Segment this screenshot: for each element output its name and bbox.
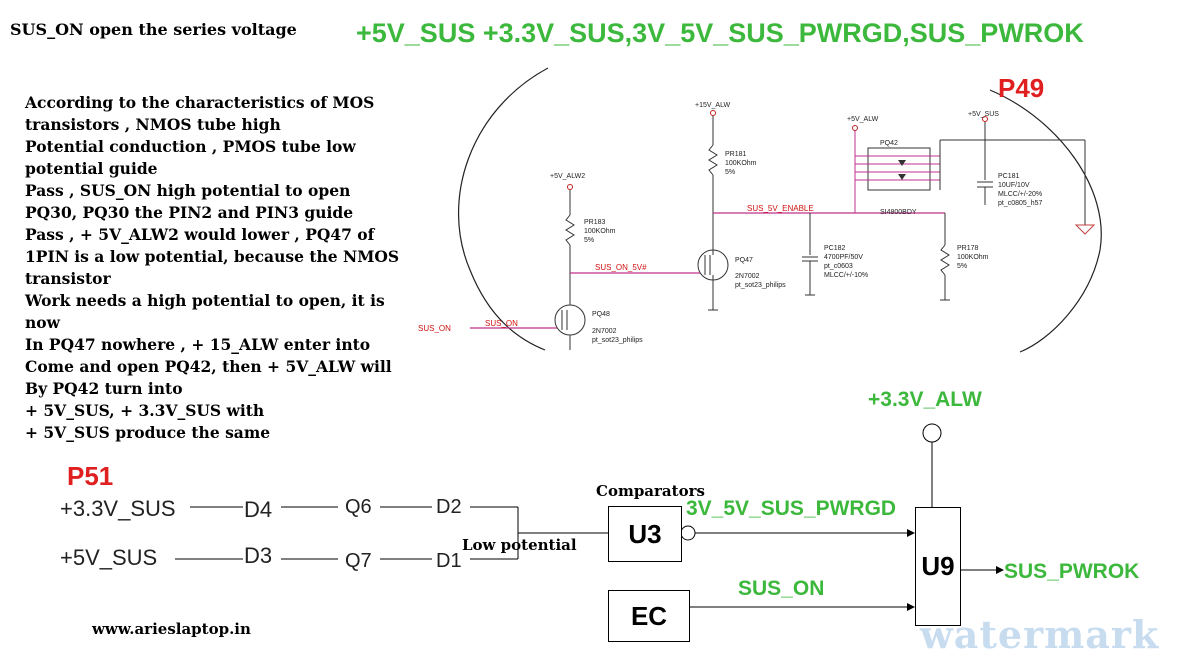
p51-label: P51 (67, 461, 114, 491)
description-line: By PQ42 turn into (25, 379, 183, 398)
input-5v-sus-label: +5V_SUS (60, 545, 158, 570)
pq48-package: pt_sot23_philips (592, 337, 643, 344)
pc182-value: 4700PF/50V (824, 254, 863, 261)
pr178-resistor (940, 244, 950, 301)
subtitle-text: SUS_ON open the series voltage (10, 20, 297, 39)
pq48-part: 2N7002 (592, 328, 617, 335)
pq42-mosfet (854, 130, 941, 191)
pc181-type: MLCC/+/-20% (998, 191, 1042, 198)
pc182-capacitor (802, 256, 818, 296)
p49-label: P49 (998, 73, 1045, 103)
comparators-label: Comparators (596, 482, 705, 500)
alw-terminal (922, 423, 942, 443)
description-line: Potential conduction , PMOS tube low (25, 137, 356, 156)
description-line: potential guide (25, 159, 158, 178)
description-line: In PQ47 nowhere , + 15_ALW enter into (25, 335, 371, 354)
pq47-package: pt_sot23_philips (735, 282, 786, 289)
pq42-name: PQ42 (880, 140, 898, 147)
description-line: + 5V_SUS, + 3.3V_SUS with (25, 401, 265, 420)
description-line: transistor (25, 269, 111, 288)
rail-5v-alw2-label: +5V_ALW2 (550, 173, 585, 180)
pc182-type: MLCC/+/-10% (824, 272, 868, 279)
low-potential-label: Low potential (462, 536, 577, 554)
d1-label: D1 (436, 550, 462, 572)
pr183-resistor (565, 214, 575, 246)
ellipse-right-arc (989, 89, 1102, 353)
rail-5v-sus-terminal (982, 116, 988, 122)
rail-15v-alw-label: +15V_ALW (695, 102, 730, 109)
d2-label: D2 (436, 496, 462, 518)
rail-5v-alw2-terminal (567, 184, 573, 190)
rail-5v-alw-label: +5V_ALW (847, 116, 879, 123)
pr178-name: PR178 (957, 245, 979, 252)
pr181-name: PR181 (725, 151, 747, 158)
pr181-resistor (708, 110, 718, 245)
pq42-part: SI4800BDY (880, 209, 917, 216)
pwrgd-label: 3V_5V_SUS_PWRGD (686, 497, 897, 520)
d3-label: D3 (244, 543, 273, 568)
pc181-value: 10UF/10V (998, 182, 1030, 189)
sus-on-5v-label: SUS_ON_5V# (595, 263, 647, 272)
description-line: + 5V_SUS produce the same (25, 423, 271, 442)
u9-label: U9 (921, 551, 955, 581)
description-line: Work needs a high potential to open, it … (25, 291, 385, 310)
pr181-value: 100KOhm (725, 160, 757, 167)
ellipse-left-arc (458, 67, 549, 351)
ground-symbol (1074, 224, 1096, 235)
sus-on-net-label: SUS_ON (485, 319, 518, 328)
description-line: transistors , NMOS tube high (25, 115, 281, 134)
pr183-value: 100KOhm (584, 228, 616, 235)
alw-label: +3.3V_ALW (868, 388, 982, 411)
pwrok-label: SUS_PWROK (1004, 560, 1140, 583)
description-paragraph: According to the characteristics of MOS … (25, 92, 445, 444)
description-line: PQ30, PQ30 the PIN2 and PIN3 guide (25, 203, 354, 222)
sus-5v-enable-label: SUS_5V_ENABLE (747, 204, 814, 213)
d4-label: D4 (244, 497, 273, 522)
sus-on-port-label: SUS_ON (418, 324, 451, 333)
pq48-mosfet (554, 304, 586, 350)
q6-label: Q6 (345, 496, 372, 518)
pr178-value: 100KOhm (957, 254, 989, 261)
page-title: +5V_SUS +3.3V_SUS,3V_5V_SUS_PWRGD,SUS_PW… (356, 18, 1084, 48)
pc182-package: pt_c0603 (824, 263, 853, 270)
pq48-name: PQ48 (592, 311, 610, 318)
rail-5v-sus-label: +5V_SUS (968, 111, 999, 118)
u3-label: U3 (628, 518, 662, 549)
description-line: now (25, 313, 60, 332)
u3-inverter-bubble (680, 525, 696, 541)
pr183-name: PR183 (584, 219, 606, 226)
description-line: 1PIN is a low potential, because the NMO… (25, 247, 400, 266)
pc181-name: PC181 (998, 173, 1020, 180)
pq47-name: PQ47 (735, 257, 753, 264)
q7-label: Q7 (345, 550, 372, 572)
pc181-package: pt_c0805_h57 (998, 200, 1042, 207)
ec-label: EC (630, 600, 668, 631)
website-label: www.arieslaptop.in (92, 620, 251, 638)
pc182-name: PC182 (824, 245, 846, 252)
input-3v3-sus-label: +3.3V_SUS (60, 496, 176, 521)
watermark-text: watermark (920, 612, 1160, 657)
u3-block: U3 (608, 506, 682, 562)
description-line: Pass , SUS_ON high potential to open (25, 181, 351, 200)
pr181-tolerance: 5% (725, 169, 735, 176)
pr183-tolerance: 5% (584, 237, 594, 244)
u9-block: U9 (915, 507, 961, 626)
sus-on-label: SUS_ON (738, 577, 825, 600)
pq47-part: 2N7002 (735, 273, 760, 280)
description-line: According to the characteristics of MOS (25, 93, 375, 112)
pq47-mosfet (697, 245, 729, 311)
pr178-tolerance: 5% (957, 263, 967, 270)
description-line: Come and open PQ42, then + 5V_ALW will (25, 357, 392, 376)
description-line: Pass , + 5V_ALW2 would lower , PQ47 of (25, 225, 375, 244)
ec-block: EC (608, 590, 690, 642)
rail-5v-alw-terminal (852, 125, 858, 131)
